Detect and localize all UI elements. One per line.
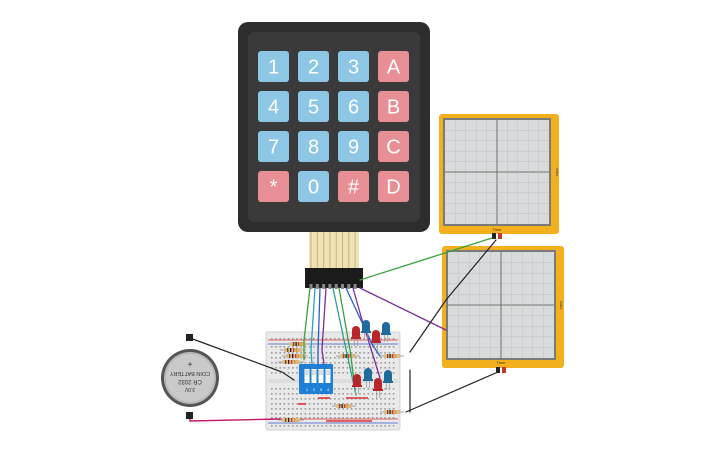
wire-cyan-1 (310, 287, 316, 365)
oscilloscope-1-terminal-neg (492, 233, 496, 239)
dip-switch[interactable]: 1 2 3 4 (299, 364, 333, 394)
led-blue (383, 370, 393, 390)
key-0[interactable]: 0 (298, 171, 329, 202)
led-red (373, 378, 383, 398)
battery-voltage: 3.0V (184, 386, 195, 392)
key-label: 1 (268, 57, 279, 79)
key-label: B (387, 97, 400, 119)
oscilloscope-1-volts-label: Volts (555, 168, 560, 177)
leds (351, 320, 393, 398)
resistor (380, 354, 404, 358)
oscilloscope-2[interactable]: Time Volts (442, 246, 564, 373)
key-label: C (386, 137, 400, 159)
resistor (280, 348, 306, 352)
keypad-ribbon-cable (309, 232, 359, 270)
wire-purple-scope-2 (359, 287, 447, 331)
wire-green-scope-1 (359, 237, 493, 281)
key-label: 4 (268, 97, 279, 119)
wire-black-battery (189, 337, 295, 381)
key-2[interactable]: 2 (298, 51, 329, 82)
wire-purple-2 (352, 287, 381, 379)
key-label: 9 (348, 137, 359, 159)
key-7[interactable]: 7 (258, 131, 289, 162)
led-blue (361, 320, 371, 340)
battery-plus-sign: + (187, 359, 192, 369)
key-label: D (386, 177, 400, 199)
battery-type: COIN BATTERY (170, 370, 210, 376)
led-blue (381, 322, 391, 342)
oscilloscope-2-terminal-neg (496, 367, 500, 373)
key-label: 6 (348, 97, 359, 119)
key-B[interactable]: B (378, 91, 409, 122)
key-C[interactable]: C (378, 131, 409, 162)
oscilloscope-1-time-label: Time (493, 227, 503, 232)
key-label: # (348, 177, 360, 199)
key-label: 7 (268, 137, 279, 159)
key-8[interactable]: 8 (298, 131, 329, 162)
key-label: * (270, 177, 278, 199)
oscilloscope-2-time-label: Time (497, 360, 507, 365)
battery-model: CR 2032 (178, 378, 202, 384)
battery-terminal-bottom (186, 412, 193, 419)
wire-black-scope-1 (409, 239, 497, 353)
battery-terminal-top (186, 334, 193, 341)
key-*[interactable]: * (258, 171, 289, 202)
pin-header (305, 268, 363, 288)
dip-label-4: 4 (327, 387, 330, 392)
key-#[interactable]: # (338, 171, 369, 202)
key-6[interactable]: 6 (338, 91, 369, 122)
key-5[interactable]: 5 (298, 91, 329, 122)
oscilloscope-2-grid (448, 252, 554, 358)
dip-label-1: 1 (306, 387, 309, 392)
key-1[interactable]: 1 (258, 51, 289, 82)
resistor (278, 418, 304, 422)
key-label: 2 (308, 57, 319, 79)
keypad[interactable]: 1 2 3 A 4 5 6 B 7 8 9 C * 0 # D (238, 22, 430, 232)
wire-green-2 (338, 287, 355, 381)
key-label: 3 (348, 57, 359, 79)
key-label: A (387, 57, 401, 79)
breadboard-jumpers (298, 397, 372, 422)
coin-battery[interactable]: 3.0V CR 2032 COIN BATTERY + (161, 334, 219, 419)
led-blue (363, 368, 373, 388)
key-4[interactable]: 4 (258, 91, 289, 122)
key-D[interactable]: D (378, 171, 409, 202)
key-3[interactable]: 3 (338, 51, 369, 82)
key-A[interactable]: A (378, 51, 409, 82)
dip-label-3: 3 (320, 387, 323, 392)
led-red (352, 374, 362, 394)
oscilloscope-2-volts-label: Volts (559, 301, 564, 310)
key-label: 0 (308, 177, 319, 199)
led-red (371, 330, 381, 350)
oscilloscope-1-terminal-pos (498, 233, 502, 239)
key-label: 8 (308, 137, 319, 159)
key-9[interactable]: 9 (338, 131, 369, 162)
wire-green-1 (303, 287, 311, 361)
resistor (286, 342, 310, 346)
oscilloscope-1[interactable]: Time Volts (439, 114, 560, 239)
oscilloscope-1-grid (445, 120, 549, 224)
resistor (278, 360, 304, 364)
wire-blue-1 (317, 287, 321, 365)
dip-label-2: 2 (313, 387, 316, 392)
oscilloscope-2-terminal-pos (502, 367, 506, 373)
wire-teal-1 (332, 287, 357, 396)
resistor (332, 404, 356, 408)
resistor (380, 410, 404, 414)
keypad-keys: 1 2 3 A 4 5 6 B 7 8 9 C * 0 # D (258, 51, 409, 202)
header-pins (309, 284, 357, 289)
wire-black-scope-2 (405, 371, 499, 413)
wire-blue-2 (345, 287, 381, 357)
key-label: 5 (308, 97, 319, 119)
wire-purple-1 (321, 287, 327, 365)
keypad-face (248, 32, 420, 222)
led-red (351, 326, 361, 346)
